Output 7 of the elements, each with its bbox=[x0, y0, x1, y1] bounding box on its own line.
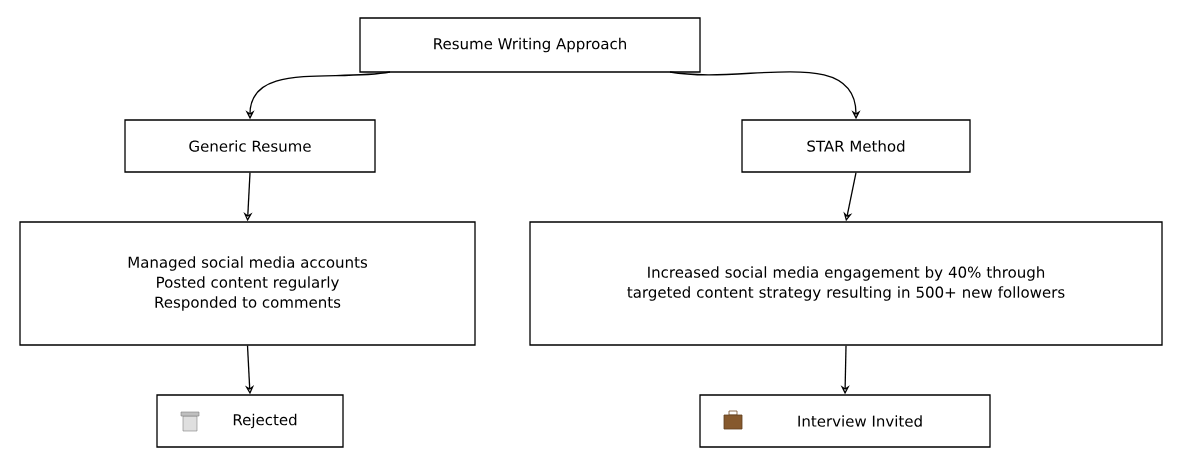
process-box: Rejected bbox=[156, 394, 344, 448]
process-box: Managed social media accounts Posted content regularly Responded to comments bbox=[19, 221, 476, 346]
process-box: Generic Resume bbox=[124, 119, 376, 173]
process-box: Increased social media engagement by 40% through targeted content strategy resulting in 500+ new followers bbox=[529, 221, 1163, 346]
process-box: Interview Invited bbox=[699, 394, 991, 448]
process-box: Resume Writing Approach bbox=[359, 17, 701, 73]
process-box: STAR Method bbox=[741, 119, 971, 173]
